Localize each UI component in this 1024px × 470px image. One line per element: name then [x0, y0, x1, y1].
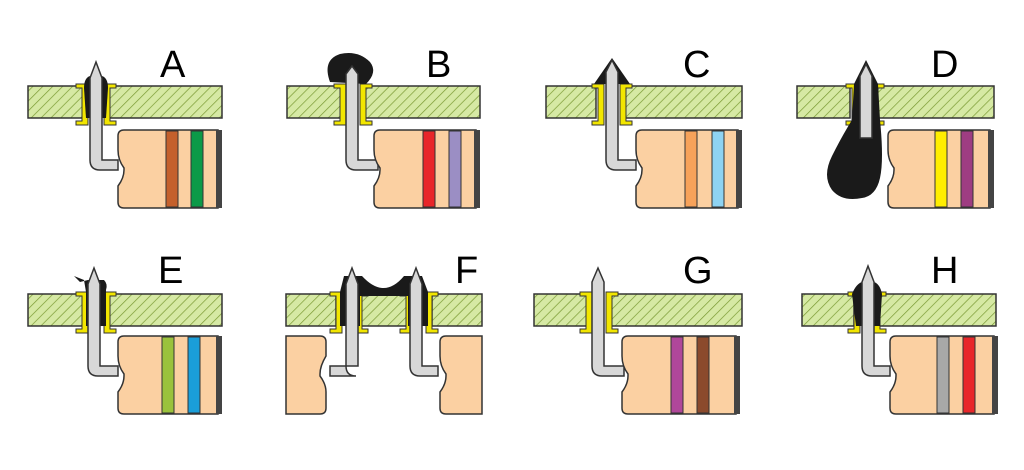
panel-e: [27, 265, 223, 415]
color-band: [962, 336, 976, 414]
panel-label-g: G: [683, 250, 713, 292]
pcb-board: [801, 293, 855, 327]
pcb-board: [533, 293, 589, 327]
component-lead: [89, 59, 119, 171]
pcb-board: [875, 85, 995, 119]
component-lead: [409, 265, 439, 377]
pcb-board: [623, 85, 743, 119]
panel-label-f: F: [455, 250, 479, 292]
copper-pad: [619, 83, 633, 126]
end-band: [474, 130, 480, 208]
color-band: [684, 130, 698, 208]
pcb-board: [27, 85, 87, 119]
copper-pad: [425, 291, 439, 334]
copper-pad: [103, 291, 117, 334]
pcb-board: [27, 293, 85, 327]
panel-d: [796, 60, 995, 209]
copper-pad: [605, 291, 619, 334]
end-band: [992, 336, 998, 414]
panel-label-c: C: [683, 44, 711, 86]
color-band: [190, 130, 204, 208]
pcb-board: [361, 85, 481, 119]
end-band: [734, 336, 740, 414]
pcb-board: [877, 293, 997, 327]
color-band: [670, 336, 684, 414]
panel-h: [801, 263, 998, 415]
pcb-board: [359, 293, 409, 327]
panel-c: [545, 58, 743, 209]
pcb-board: [286, 85, 344, 119]
component-lead: [859, 62, 873, 139]
component-lead: [591, 266, 625, 377]
pcb-board: [609, 293, 743, 327]
solder-bridge: [340, 276, 428, 326]
component-lead: [605, 58, 637, 171]
pcb-board: [105, 293, 223, 327]
resistor-body: [285, 335, 327, 415]
color-band: [448, 130, 462, 208]
panel-label-a: A: [160, 44, 186, 86]
panel-label-e: E: [158, 250, 184, 292]
component-lead: [87, 265, 119, 377]
color-band: [960, 130, 974, 208]
panel-b: [286, 53, 481, 209]
pcb-board: [105, 85, 223, 119]
panel-label-d: D: [931, 44, 959, 86]
color-band: [165, 130, 179, 208]
end-band: [216, 130, 222, 208]
color-band: [422, 130, 436, 208]
panel-a: [27, 59, 223, 209]
resistor-body: [439, 335, 483, 415]
color-band: [161, 336, 175, 414]
end-band: [216, 336, 222, 414]
component-lead: [345, 64, 379, 171]
color-band: [934, 130, 948, 208]
component-lead: [329, 265, 359, 377]
solder-drip: [827, 60, 882, 199]
color-band: [936, 336, 950, 414]
color-band: [696, 336, 710, 414]
end-band: [988, 130, 994, 208]
component-lead: [861, 263, 891, 377]
pcb-board: [431, 293, 483, 327]
panel-label-b: B: [426, 44, 452, 86]
color-band: [711, 130, 725, 208]
copper-pad: [359, 83, 373, 126]
panel-label-h: H: [931, 250, 959, 292]
pcb-board: [285, 293, 337, 327]
panel-f: [285, 265, 483, 415]
copper-pad: [591, 83, 605, 126]
pcb-board: [545, 85, 597, 119]
end-band: [736, 130, 742, 208]
pcb-board: [796, 85, 851, 119]
panel-g: [533, 266, 743, 415]
color-band: [187, 336, 201, 414]
